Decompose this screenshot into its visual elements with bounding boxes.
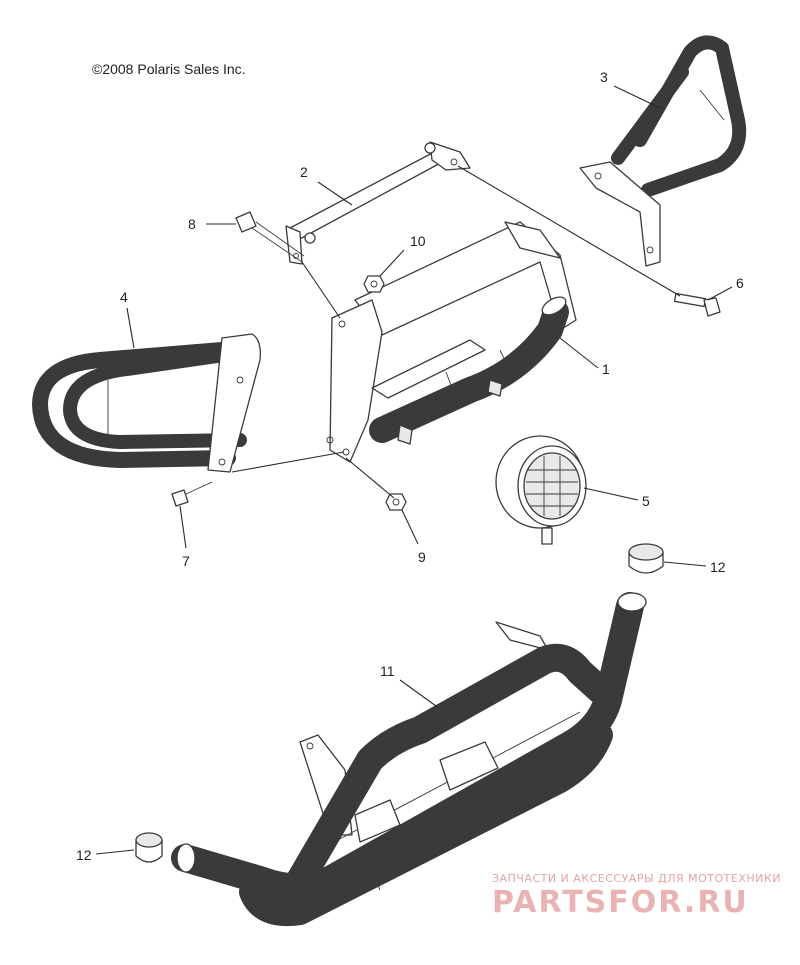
assembly-lines [231, 165, 681, 499]
callout-6-label: 6 [736, 275, 744, 291]
callout-3-label: 3 [600, 69, 608, 85]
watermark-brand: PARTSFOR.RU [492, 885, 749, 920]
part-7-bolt [171, 481, 213, 507]
part-5-light [495, 435, 587, 545]
part-12-end-cap-bottom [135, 832, 163, 863]
callout-8-label: 8 [188, 216, 196, 232]
callout-12-top: 12 [663, 559, 726, 575]
callout-12-bottom-label: 12 [76, 847, 92, 863]
callout-9: 9 [401, 509, 426, 565]
part-11-main-bumper [171, 592, 647, 926]
callout-10: 10 [379, 233, 426, 277]
callout-5: 5 [583, 487, 650, 509]
part-4-side-guard [32, 333, 261, 473]
part-12-end-cap-top [628, 543, 664, 574]
callout-8: 8 [188, 216, 236, 232]
part-2-cross-brace [285, 141, 471, 265]
part-3-brush-guard [579, 35, 747, 267]
watermark: ЗАПЧАСТИ И АКСЕССУАРЫ ДЛЯ МОТОТЕХНИКИ PA… [492, 872, 781, 920]
callout-1-label: 1 [602, 361, 610, 377]
callout-3: 3 [600, 69, 661, 109]
watermark-tagline: ЗАПЧАСТИ И АКСЕССУАРЫ ДЛЯ МОТОТЕХНИКИ [492, 872, 781, 885]
callout-2: 2 [300, 164, 353, 206]
callout-11-label: 11 [380, 663, 395, 679]
callout-12-bottom: 12 [76, 847, 135, 863]
callout-9-label: 9 [418, 549, 426, 565]
callout-4: 4 [120, 289, 135, 349]
callout-11: 11 [380, 663, 437, 707]
callout-1: 1 [559, 337, 610, 377]
part-9-nut [385, 493, 407, 511]
callout-7-label: 7 [182, 553, 190, 569]
part-10-nut [363, 275, 385, 293]
callout-2-label: 2 [300, 164, 308, 180]
callout-6: 6 [707, 275, 744, 301]
part-6-bolt [673, 292, 721, 317]
callout-12-top-label: 12 [710, 559, 726, 575]
part-8-bolt [235, 211, 305, 263]
callout-7: 7 [179, 505, 190, 569]
callout-4-label: 4 [120, 289, 128, 305]
part-1-front-bumper [326, 221, 577, 463]
callout-5-label: 5 [642, 493, 650, 509]
callout-10-label: 10 [410, 233, 426, 249]
copyright-text: ©2008 Polaris Sales Inc. [92, 61, 246, 77]
